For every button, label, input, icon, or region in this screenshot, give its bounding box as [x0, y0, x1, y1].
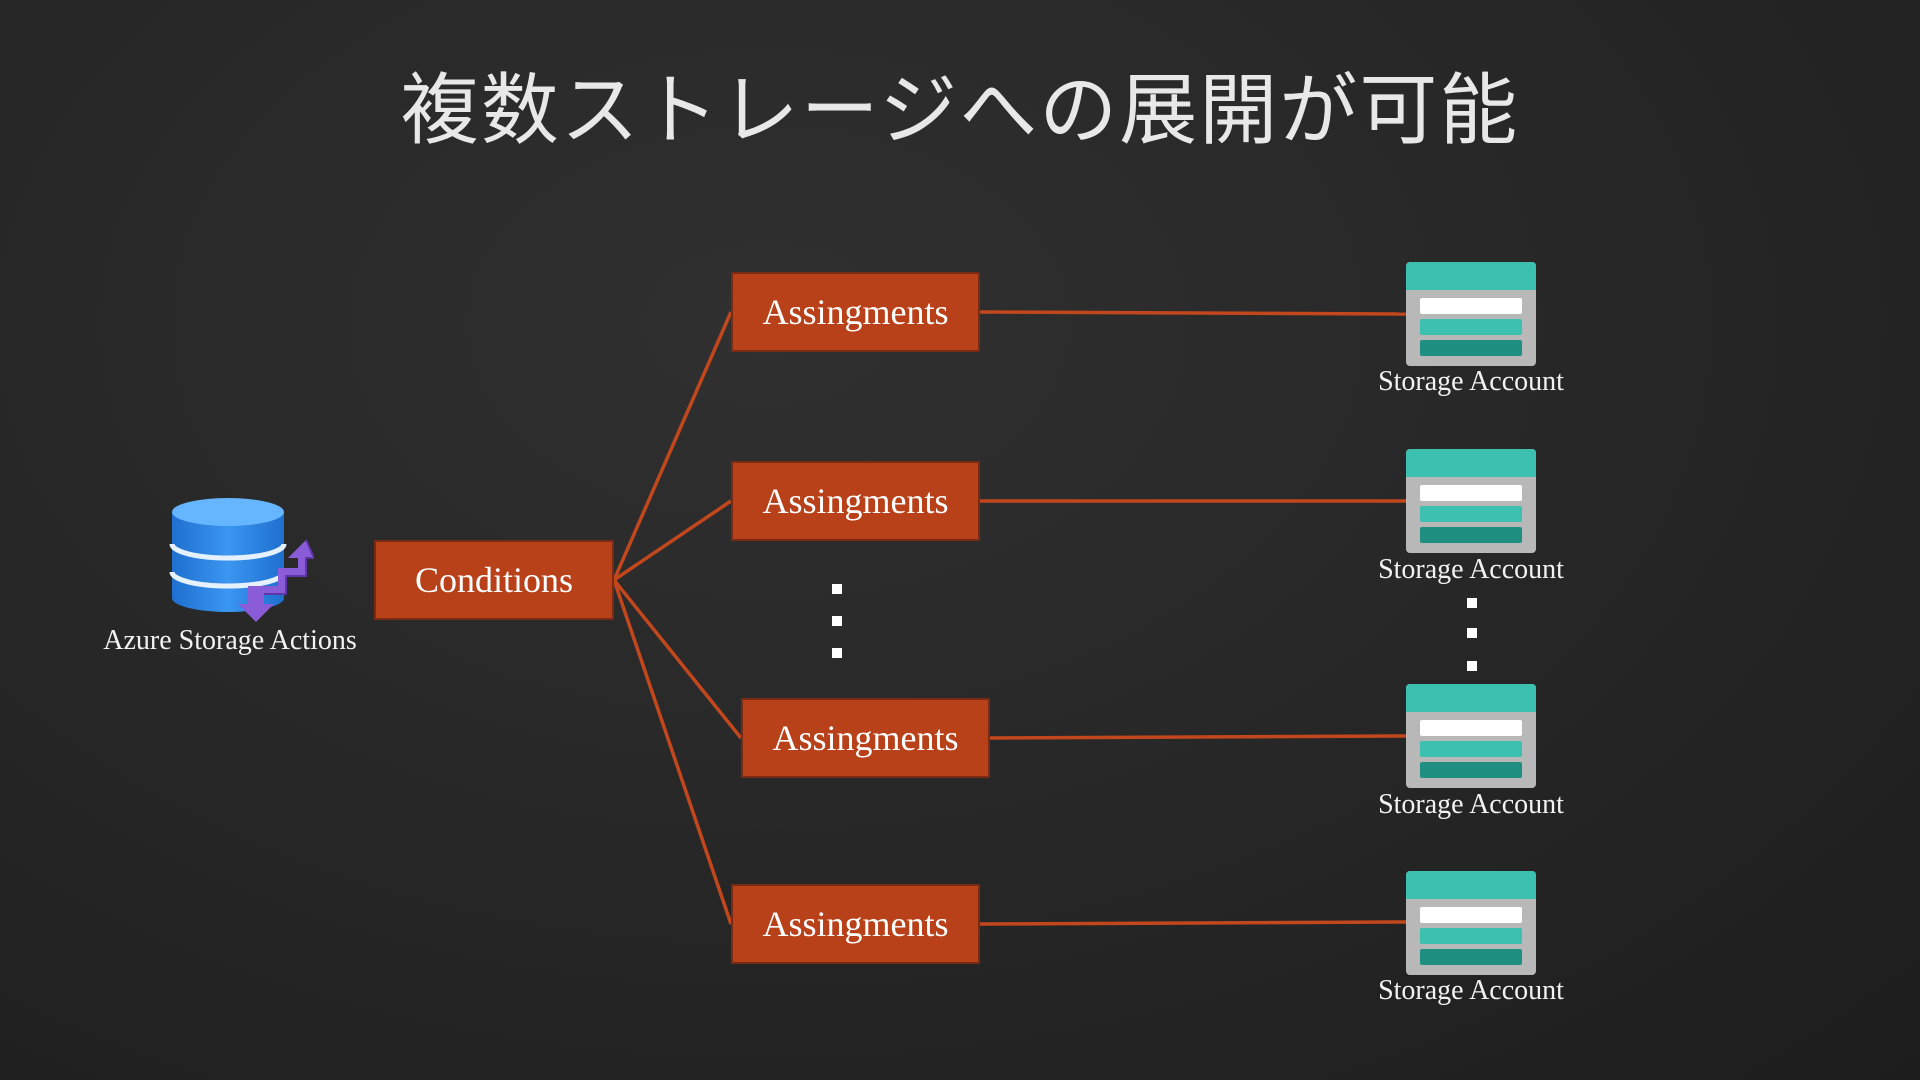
assignments-label: Assingments [762, 904, 949, 944]
azure-storage-actions-icon [169, 498, 314, 622]
assignments-box-1: Assingments [731, 272, 980, 352]
assignments-label: Assingments [762, 481, 949, 521]
connector-assign-1-storage-1 [979, 310, 1407, 316]
conditions-box: Conditions [374, 540, 614, 620]
ellipsis-dot [832, 584, 842, 594]
storage-account-label: Storage Account [1378, 975, 1564, 1006]
storage-account-icon [1406, 262, 1536, 366]
connector-assign-3-storage-3 [989, 734, 1407, 740]
connector-conditions-assign-3 [612, 578, 743, 740]
assignments-box-3: Assingments [741, 698, 990, 778]
assignments-box-2: Assingments [731, 461, 980, 541]
storage-account-label: Storage Account [1378, 366, 1564, 397]
storage-account-label: Storage Account [1378, 554, 1564, 585]
connector-assign-4-storage-4 [979, 920, 1407, 926]
connector-conditions-assign-2 [613, 499, 732, 582]
connector-conditions-assign-4 [612, 579, 733, 925]
conditions-label: Conditions [414, 560, 574, 600]
ellipsis-dot [832, 616, 842, 626]
storage-account-icon [1406, 449, 1536, 553]
storage-account-icon [1406, 684, 1536, 788]
ellipsis-dot [832, 648, 842, 658]
connector-conditions-assign-1 [612, 311, 733, 581]
storage-account-icon [1406, 871, 1536, 975]
storage-account-label: Storage Account [1378, 789, 1564, 820]
ellipsis-dot [1467, 598, 1477, 608]
ellipsis-dot [1467, 661, 1477, 671]
assignments-label: Assingments [762, 292, 949, 332]
ellipsis-dot [1467, 628, 1477, 638]
assignments-label: Assingments [772, 718, 959, 758]
page-title: 複数ストレージへの展開が可能 [400, 66, 1520, 156]
azure-storage-actions-label: Azure Storage Actions [103, 625, 357, 656]
assignments-box-4: Assingments [731, 884, 980, 964]
